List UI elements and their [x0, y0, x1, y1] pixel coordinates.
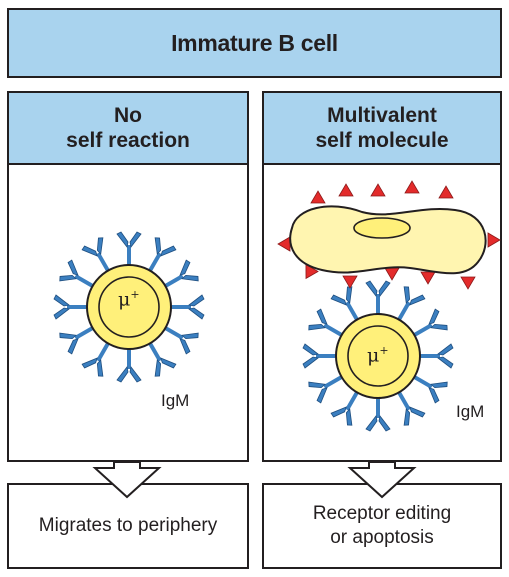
left-antibody-9	[81, 237, 111, 274]
left-cell-mu-label: μ+	[118, 288, 140, 311]
right-cell-nucleus	[347, 325, 409, 387]
self-molecule-7	[460, 276, 476, 290]
multivalent-self-molecule-heading-box: Multivalent self molecule	[264, 93, 500, 165]
left-antibody-1	[169, 294, 205, 320]
left-antibody-2	[162, 325, 199, 355]
right-antibody-2	[411, 374, 448, 404]
right-cell-mu-label: μ+	[367, 344, 389, 367]
right-antibody-3	[396, 389, 426, 426]
right-antibody-8	[308, 308, 345, 338]
right-antibody-6	[308, 374, 345, 404]
right-antibody-1	[418, 343, 454, 369]
self-molecule-2	[338, 183, 354, 197]
left-antibody-7	[53, 294, 89, 320]
left-antibody-11	[147, 237, 177, 274]
left-igm-label: IgM	[161, 391, 190, 410]
self-molecule-6	[487, 232, 501, 248]
no-self-reaction-heading-box: No self reaction	[9, 93, 247, 165]
down-arrow-right	[347, 461, 417, 499]
self-molecule-4	[404, 180, 420, 194]
self-molecule-10	[342, 275, 358, 289]
right-antibody-9	[330, 286, 360, 323]
left-antibody-6	[59, 325, 96, 355]
right-antibody-12	[411, 308, 448, 338]
no-self-reaction-heading: No self reaction	[66, 104, 190, 152]
self-molecule-9	[384, 267, 400, 281]
editing-outcome-text: Receptor editing or apoptosis	[312, 503, 452, 548]
multivalent-self-molecule-heading: Multivalent self molecule	[315, 104, 449, 152]
left-cell-nucleus	[98, 276, 160, 338]
self-molecule-1	[310, 190, 326, 204]
migrates-outcome-text: Migrates to periphery	[38, 515, 218, 536]
self-cell-body	[289, 205, 487, 275]
self-molecule-5	[438, 185, 454, 199]
right-igm-label: IgM	[456, 402, 485, 421]
self-cell-nucleus	[353, 217, 411, 239]
left-antibody-5	[81, 340, 111, 377]
left-antibody-12	[162, 259, 199, 289]
self-molecule-3	[370, 183, 386, 197]
page-title: Immature B cell	[171, 29, 338, 56]
left-antibody-8	[59, 259, 96, 289]
right-antibody-11	[396, 286, 426, 323]
left-antibody-3	[147, 340, 177, 377]
right-antibody-10	[365, 280, 391, 316]
self-molecule-12	[277, 236, 291, 252]
right-antibody-7	[302, 343, 338, 369]
right-antibody-4	[365, 396, 391, 432]
left-antibody-10	[116, 231, 142, 267]
down-arrow-left	[92, 461, 162, 499]
self-molecule-8	[420, 271, 436, 285]
left-antibody-4	[116, 347, 142, 383]
title-box: Immature B cell	[7, 8, 502, 78]
right-antibody-5	[330, 389, 360, 426]
multivalent-self-molecule-panel: Multivalent self molecule	[262, 91, 502, 462]
migrates-outcome-box: Migrates to periphery	[7, 483, 249, 569]
